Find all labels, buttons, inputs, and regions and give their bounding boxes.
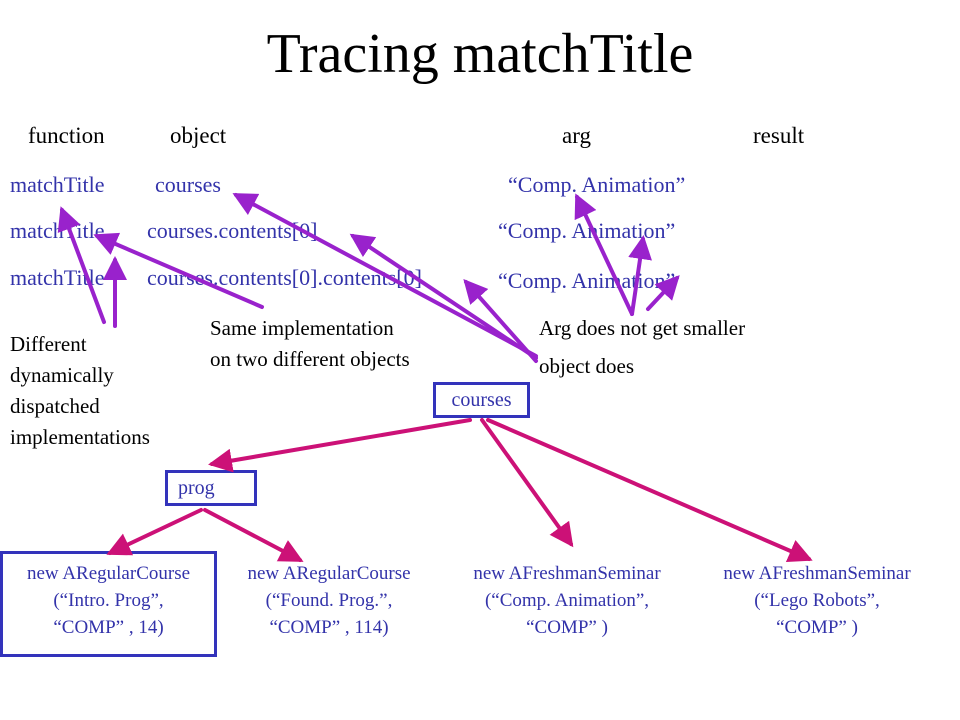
leaf-node-comp-animation: new AFreshmanSeminar (“Comp. Animation”,… [445, 560, 689, 641]
leaf-node-found-prog: new ARegularCourse (“Found. Prog.”, “COM… [222, 560, 436, 641]
courses-box: courses [433, 382, 530, 418]
leaf-line: (“Comp. Animation”, [484, 590, 650, 611]
header-arg: arg [562, 123, 591, 148]
leaf-line: new ARegularCourse [247, 563, 411, 584]
arrow-courses-to-prog [208, 418, 472, 473]
leaf-line: (“Lego Robots”, [754, 590, 880, 611]
note-same-line: on two different objects [210, 347, 410, 371]
leaf-line: (“Intro. Prog”, [53, 590, 164, 611]
row3-arg: “Comp. Animation” [498, 268, 676, 293]
note-dispatch: Different dynamically dispatched impleme… [10, 329, 150, 453]
arrow-object-to-row1 [232, 193, 538, 358]
header-function: function [28, 123, 105, 148]
row1-arg: “Comp. Animation” [508, 172, 686, 197]
note-dispatch-line: implementations [10, 425, 150, 449]
leaf-line: “COMP” ) [526, 617, 608, 638]
note-dispatch-line: dynamically [10, 363, 114, 387]
header-object: object [170, 123, 227, 148]
note-dispatch-line: Different [10, 332, 87, 356]
leaf-node-intro-prog: new ARegularCourse (“Intro. Prog”, “COMP… [0, 560, 217, 641]
page-title: Tracing matchTitle [266, 23, 694, 85]
arrow-arg-to-row1 [574, 193, 634, 316]
arrow-arg-to-row3 [646, 275, 680, 311]
courses-box-label: courses [451, 389, 512, 411]
leaf-node-lego-robots: new AFreshmanSeminar (“Lego Robots”, “CO… [694, 560, 940, 641]
leaf-line: “COMP” ) [776, 617, 858, 638]
row1-object: courses [155, 172, 221, 197]
header-result: result [753, 123, 805, 148]
row2-function: matchTitle [10, 218, 105, 243]
prog-box-label: prog [178, 477, 215, 499]
leaf-line: new AFreshmanSeminar [473, 563, 661, 584]
arrow-prog-to-found-prog [203, 508, 304, 562]
note-arg-smaller: Arg does not get smaller [539, 316, 746, 340]
leaf-line: new ARegularCourse [26, 563, 191, 584]
leaf-line: new AFreshmanSeminar [723, 563, 911, 584]
arrow-dispatch-to-row1 [57, 206, 106, 324]
leaf-line: “COMP” , 14) [53, 617, 164, 638]
note-dispatch-line: dispatched [10, 394, 100, 418]
note-same-implementation: Same implementation on two different obj… [210, 313, 410, 375]
leaf-line: “COMP” , 114) [269, 617, 389, 638]
leaf-line: (“Found. Prog.”, [265, 590, 393, 611]
arrow-object-to-row3 [463, 279, 538, 363]
arrow-same-impl-to-row2 [93, 232, 264, 309]
arrow-arg-to-row2 [628, 235, 652, 316]
arrow-object-to-row2 [349, 233, 538, 360]
arrow-courses-to-lego-robots [486, 418, 813, 563]
row1-function: matchTitle [10, 172, 105, 197]
arrow-prog-to-intro-prog [106, 508, 203, 556]
note-object-does: object does [539, 354, 635, 378]
note-same-line: Same implementation [210, 316, 394, 340]
arrow-courses-to-comp-animation [480, 418, 574, 548]
